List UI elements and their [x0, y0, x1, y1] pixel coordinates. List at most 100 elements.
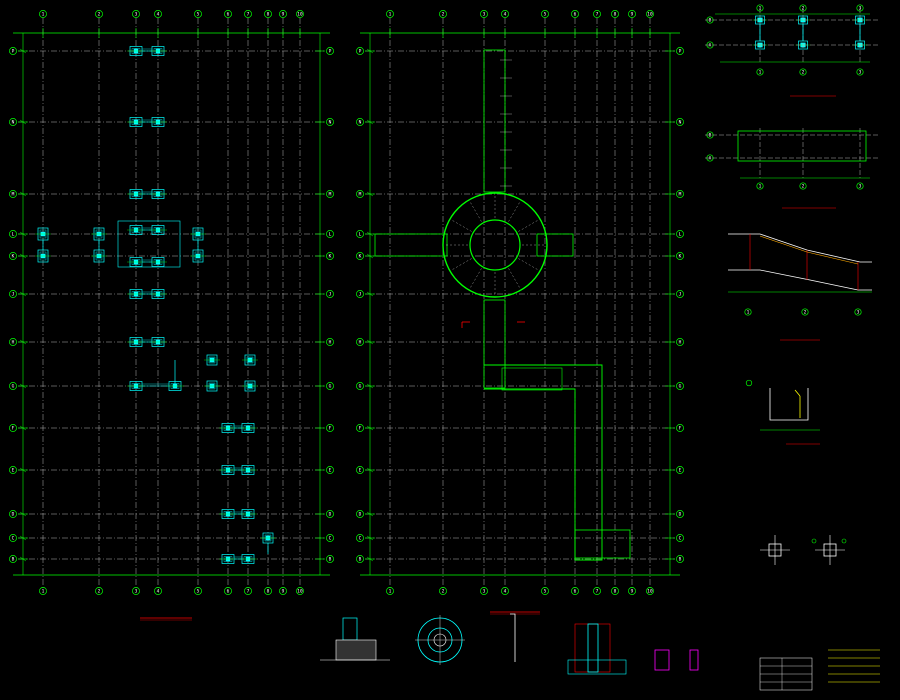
axis-bubble-circle	[801, 308, 809, 316]
axis-bubble-label: E	[359, 468, 362, 474]
detail-b	[705, 128, 880, 209]
axis-bubble-label: C	[12, 536, 15, 542]
axis-bubble-icon: L	[676, 230, 684, 238]
axis-bubble-icon: 3	[132, 10, 140, 18]
axis-bubble-circle	[9, 382, 17, 390]
detail-small-box	[654, 649, 670, 671]
axis-bubble-label: 5	[197, 12, 200, 18]
axis-bubble-icon: 1	[756, 68, 764, 76]
axis-bubble-icon: D	[326, 510, 334, 518]
axis-bubble-circle	[326, 118, 334, 126]
axis-bubble-icon: F	[326, 424, 334, 432]
slab-band-north	[483, 49, 506, 193]
axis-bubble-icon: D	[9, 510, 17, 518]
axis-bubble-label: B	[709, 133, 712, 139]
axis-bubble-icon: 7	[593, 587, 601, 595]
rebar	[759, 235, 808, 253]
axis-bubble-circle	[9, 424, 17, 432]
axis-bubble-circle	[439, 10, 447, 18]
axis-bubble-icon: 2	[799, 68, 807, 76]
axis-bubble-label: J	[329, 292, 332, 298]
axis-bubble-icon: L	[326, 230, 334, 238]
axis-bubble-icon: E	[356, 466, 364, 474]
axis-bubble-circle	[326, 510, 334, 518]
axis-bubble-label: 6	[227, 589, 230, 595]
axis-bubble-icon: E	[326, 466, 334, 474]
axis-bubble-label: 7	[596, 12, 599, 18]
axis-bubble-circle	[571, 10, 579, 18]
detail-small-box	[689, 649, 699, 671]
axis-bubble-label: 3	[135, 12, 138, 18]
axis-bubble-circle	[501, 587, 509, 595]
axis-bubble-label: F	[679, 426, 682, 432]
axis-bubble-label: 5	[544, 12, 547, 18]
axis-bubble-icon: B	[9, 555, 17, 563]
axis-bubble-icon: M	[9, 190, 17, 198]
dim-tick	[366, 119, 374, 125]
axis-bubble-icon: 3	[856, 182, 864, 190]
axis-bubble-label: J	[359, 292, 362, 298]
axis-bubble-circle	[744, 308, 752, 316]
axis-bubble-label: P	[679, 49, 682, 55]
axis-bubble-label: 2	[442, 12, 445, 18]
axis-bubble-icon: 3	[132, 587, 140, 595]
axis-bubble-icon: G	[9, 382, 17, 390]
wall-section	[769, 388, 809, 421]
axis-bubble-icon: 2	[799, 182, 807, 190]
axis-bubble-label: B	[329, 557, 332, 563]
axis-bubble-icon: N	[326, 118, 334, 126]
axis-bubble-label: 4	[157, 589, 160, 595]
dim-tick	[366, 383, 374, 389]
axis-bubble-circle	[676, 466, 684, 474]
axis-bubble-icon: J	[356, 290, 364, 298]
axis-bubble-label: N	[679, 120, 682, 126]
axis-bubble-label: 2	[802, 184, 805, 190]
dim-tick	[366, 291, 374, 297]
axis-bubble-icon: N	[676, 118, 684, 126]
axis-grid-layer	[13, 18, 680, 590]
axis-bubble-icon: 1	[744, 308, 752, 316]
axis-bubble-icon	[811, 538, 817, 544]
axis-bubble-circle	[856, 182, 864, 190]
axis-bubble-circle	[356, 190, 364, 198]
column-footing-icon	[242, 380, 258, 392]
axis-bubble-icon: 10	[296, 10, 304, 18]
radial-line	[508, 201, 521, 222]
axis-bubble-icon: 8	[611, 587, 619, 595]
axis-bubble-icon	[745, 379, 753, 387]
axis-bubble-icon: 9	[279, 10, 287, 18]
axis-bubble-label: 8	[267, 12, 270, 18]
axis-bubble-circle	[154, 10, 162, 18]
axis-bubble-circle	[676, 555, 684, 563]
axis-bubble-label: 3	[483, 589, 486, 595]
dim-tick	[19, 253, 27, 259]
axis-bubble-icon: N	[356, 118, 364, 126]
axis-bubble-circle	[326, 338, 334, 346]
axis-bubble-label: 2	[98, 589, 101, 595]
axis-bubble-label: D	[329, 512, 332, 518]
axis-bubble-label: E	[329, 468, 332, 474]
radial-line	[451, 219, 472, 232]
anchor-bar	[510, 613, 516, 662]
axis-bubble-icon: F	[9, 424, 17, 432]
axis-bubble-circle	[132, 10, 140, 18]
axis-bubble-icon: 5	[194, 587, 202, 595]
axis-bubble-label: 2	[98, 12, 101, 18]
axis-bubble-label: L	[359, 232, 362, 238]
axis-bubble-label: 9	[631, 589, 634, 595]
axis-bubble-label: J	[12, 292, 15, 298]
axis-bubble-circle	[326, 534, 334, 542]
dim-tick	[366, 556, 374, 562]
dim-tick	[19, 231, 27, 237]
axis-bubble-circle	[194, 10, 202, 18]
axis-bubble-label: 1	[42, 589, 45, 595]
axis-bubble-icon: 9	[628, 587, 636, 595]
right-slab-plan	[360, 18, 680, 590]
axis-bubble-icon: B	[676, 555, 684, 563]
section-top	[728, 233, 872, 263]
axis-bubble-label: L	[679, 232, 682, 238]
detail-b-slab	[737, 130, 867, 162]
axis-bubble-label: L	[329, 232, 332, 238]
dim-tick	[366, 339, 374, 345]
axis-bubble-label: H	[329, 340, 332, 346]
